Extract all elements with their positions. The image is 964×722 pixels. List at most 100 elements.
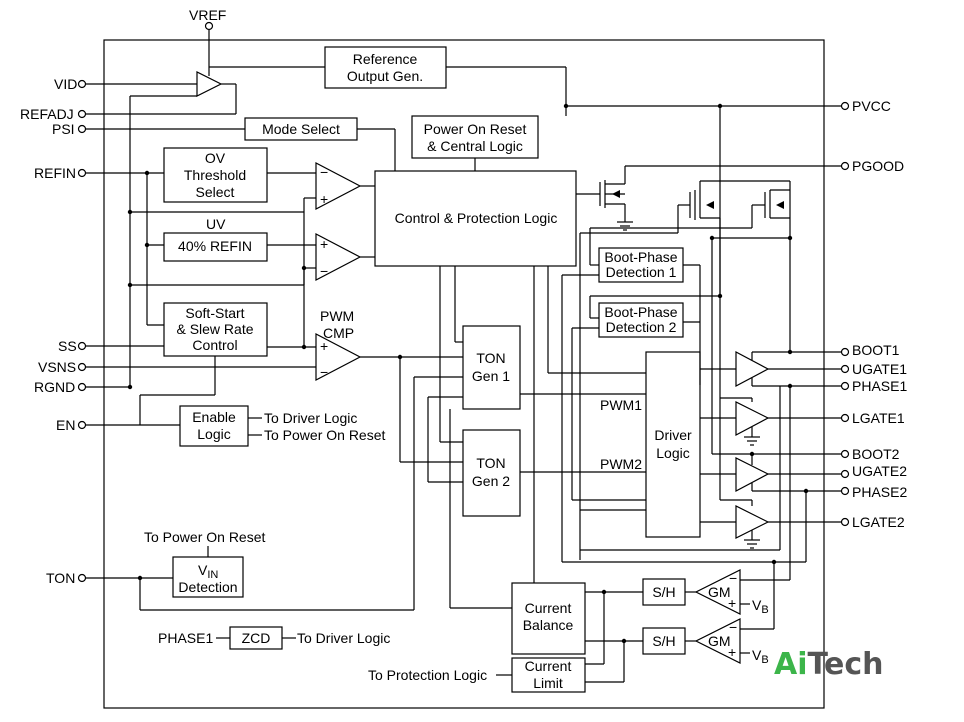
phase2-label: PHASE2 [852, 484, 907, 500]
svg-text:TON: TON [476, 350, 505, 366]
svg-text:Balance: Balance [523, 617, 574, 633]
psi-pin [77, 124, 87, 134]
ugate1-pin [840, 364, 850, 374]
phase1-pin [840, 381, 850, 391]
ugate1-label: UGATE1 [852, 361, 907, 377]
pgood-label: PGOOD [852, 158, 904, 174]
svg-text:GM: GM [708, 584, 731, 600]
svg-text:−: − [320, 364, 328, 380]
boot1-pin [840, 347, 850, 357]
svg-text:TON: TON [476, 455, 505, 471]
lgate2-label: LGATE2 [852, 514, 905, 530]
enable-to-driver: To Driver Logic [264, 410, 357, 426]
control-protection-logic [374, 170, 577, 267]
watermark-logo: AiTech [774, 647, 883, 682]
svg-text:S/H: S/H [652, 584, 675, 600]
vref-pin [204, 21, 214, 31]
svg-text:ZCD: ZCD [242, 630, 271, 646]
vin-to-por: To Power On Reset [144, 529, 265, 545]
ton-pin [77, 573, 87, 583]
svg-text:& Slew Rate: & Slew Rate [176, 321, 253, 337]
refadj-label: REFADJ [20, 106, 74, 122]
lgate1-pin [840, 413, 850, 423]
lgate1-label: LGATE1 [852, 410, 905, 426]
lgate2-pin [840, 517, 850, 527]
mode-select-label: Mode Select [262, 121, 340, 137]
refin40-label: 40% REFIN [178, 238, 252, 254]
vin-detection [172, 556, 244, 598]
ugate1-driver [735, 351, 770, 387]
ton-label: TON [46, 570, 75, 586]
vref-label: VREF [189, 7, 226, 23]
svg-text:Detection 2: Detection 2 [606, 319, 677, 335]
svg-text:−: − [729, 570, 737, 586]
ov-l1: OV [205, 150, 226, 166]
rgnd-pin [77, 382, 87, 392]
svg-text:VB: VB [752, 597, 769, 616]
ugate2-driver [735, 457, 770, 492]
ov-comparator [315, 162, 362, 210]
ton-gen-2 [462, 429, 521, 517]
zcd-phase1-input: PHASE1 [158, 630, 213, 646]
svg-text:Current: Current [525, 600, 572, 616]
svg-text:Enable: Enable [192, 409, 236, 425]
control-label: Control & Protection Logic [395, 210, 558, 226]
svg-text:Driver: Driver [654, 427, 692, 443]
chip-outline [103, 39, 825, 709]
svg-text:+: + [728, 644, 736, 660]
en-label: EN [56, 417, 75, 433]
rgnd-label: RGND [34, 379, 75, 395]
svg-text:−: − [320, 263, 328, 279]
ov-l2: Threshold [184, 167, 246, 183]
to-protection-logic: To Protection Logic [368, 667, 487, 683]
svg-text:Logic: Logic [197, 426, 230, 442]
ss-label: SS [58, 338, 77, 354]
ov-l3: Select [196, 184, 235, 200]
vid-label: VID [54, 76, 77, 92]
enable-logic [179, 405, 249, 447]
svg-text:−: − [320, 164, 328, 180]
pvcc-pin [840, 101, 850, 111]
uv-comparator [315, 233, 362, 281]
svg-text:+: + [320, 191, 328, 207]
ref-out-l1: Reference [353, 51, 418, 67]
phase1-label: PHASE1 [852, 378, 907, 394]
current-balance [511, 582, 586, 655]
boot-phase-detection-2 [598, 302, 684, 338]
ss-pin [77, 341, 87, 351]
svg-text:Gen 1: Gen 1 [472, 368, 510, 384]
svg-text:−: − [729, 619, 737, 635]
boot2-pin [840, 449, 850, 459]
vsns-pin [77, 362, 87, 372]
refin-pin [77, 168, 87, 178]
ugate2-label: UGATE2 [852, 463, 907, 479]
svg-text:Control: Control [192, 337, 237, 353]
enable-to-por: To Power On Reset [264, 427, 385, 443]
zcd-to-driver: To Driver Logic [297, 630, 390, 646]
svg-text:Boot-Phase: Boot-Phase [604, 304, 677, 320]
svg-text:S/H: S/H [652, 633, 675, 649]
vid-pin [77, 79, 87, 89]
pwm2-label: PWM2 [600, 456, 642, 472]
svg-text:VIN: VIN [198, 562, 218, 581]
gm-amp-1 [694, 569, 741, 615]
refadj-pin [77, 109, 87, 119]
ov-threshold-select [163, 147, 268, 203]
pgood-pin [840, 161, 850, 171]
boot2-label: BOOT2 [852, 446, 900, 462]
en-pin [77, 420, 87, 430]
pwm-label-1: PWM [320, 308, 354, 324]
pwm-comparator [315, 333, 362, 381]
svg-text:Detection 1: Detection 1 [606, 264, 677, 280]
svg-text:+: + [320, 236, 328, 252]
svg-text:Logic: Logic [656, 445, 689, 461]
por-l2: & Central Logic [427, 138, 523, 154]
svg-text:Limit: Limit [533, 675, 563, 691]
lgate1-driver [735, 401, 770, 436]
svg-text:Soft-Start: Soft-Start [185, 305, 244, 321]
gm-amp-2 [694, 618, 741, 664]
vsns-label: VSNS [38, 359, 76, 375]
svg-text:Boot-Phase: Boot-Phase [604, 249, 677, 265]
